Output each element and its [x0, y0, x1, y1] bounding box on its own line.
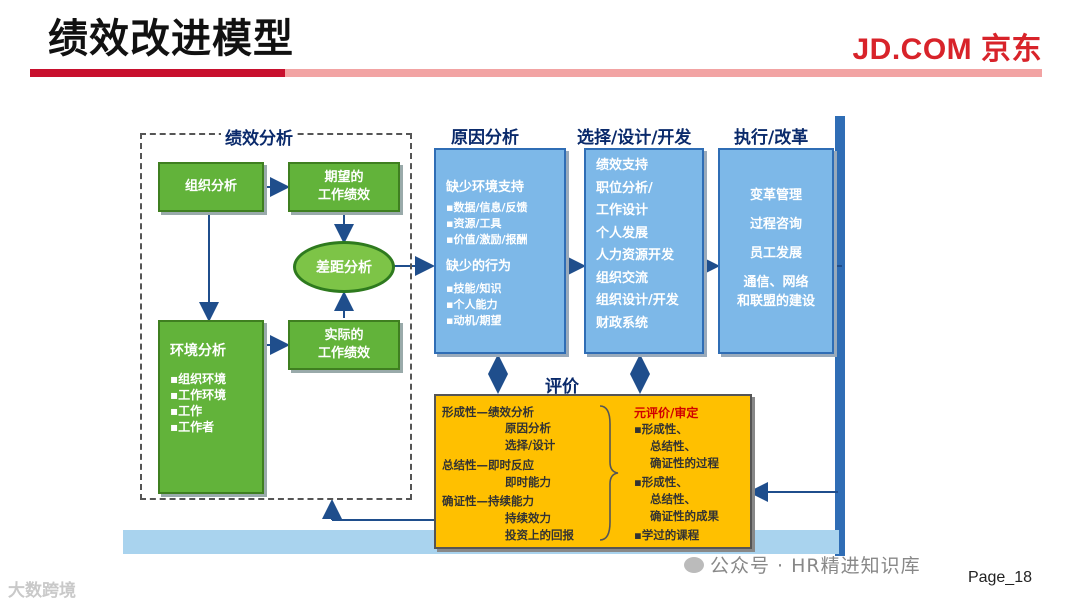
eval-left-line: 选择/设计 [505, 438, 556, 452]
eval-right-line: 确证性的成果 [650, 509, 719, 523]
wechat-icon [684, 557, 704, 573]
cause-group1-title: 缺少环境支持 [446, 180, 525, 195]
heading-evaluation: 评价 [541, 372, 583, 397]
page-title: 绩效改进模型 [48, 16, 294, 62]
expected-performance-box: 期望的 工作绩效 [288, 162, 400, 212]
page-number: Page_18 [967, 569, 1032, 586]
eval-right-title: 元评价/审定 [634, 406, 699, 420]
feedback-strip [835, 116, 845, 556]
expected-performance-line1: 期望的 [324, 170, 364, 186]
cause-analysis-box: 缺少环境支持 ▪数据/信息/反馈 ▪资源/工具 ▪价值/激励/报酬 缺少的行为 … [434, 148, 566, 354]
jd-logo: JD.COM 京东 [852, 33, 1042, 66]
eval-right-line: 总结性、 [650, 439, 696, 453]
execute-item: 和联盟的建设 [736, 294, 815, 309]
design-item: 人力资源开发 [596, 248, 675, 263]
design-item: 组织交流 [596, 270, 649, 286]
design-item: 职位分析/ [596, 180, 653, 196]
execute-item: 变革管理 [749, 188, 802, 203]
title-underline-dark [30, 69, 285, 77]
cause-item: ▪数据/信息/反馈 [446, 201, 528, 214]
eval-right-line: 总结性、 [650, 492, 696, 506]
eval-left-line: 原因分析 [505, 421, 551, 435]
env-item: ▪工作者 [170, 420, 215, 435]
corner-watermark: 大数跨境 [8, 581, 76, 601]
execute-item: 通信、网络 [743, 275, 809, 290]
eval-right-line: 确证性的过程 [650, 456, 719, 470]
heading-performance-analysis: 绩效分析 [221, 124, 297, 149]
actual-performance-box: 实际的 工作绩效 [288, 320, 400, 370]
eval-left-line: 总结性—即时反应 [442, 458, 534, 472]
heading-execute: 执行/改革 [730, 123, 813, 148]
watermark-text: 公众号 · HR精进知识库 [710, 555, 921, 577]
evaluation-brace [599, 405, 619, 541]
org-analysis-box: 组织分析 [158, 162, 264, 212]
title-underline-light [285, 69, 1042, 77]
design-item: 财政系统 [596, 315, 649, 331]
design-item: 绩效支持 [596, 158, 649, 173]
heading-select-design: 选择/设计/开发 [573, 123, 696, 148]
eval-right-line: ▪形成性、 [634, 475, 688, 489]
env-item: ▪工作 [170, 404, 203, 419]
design-box: 绩效支持 职位分析/ 工作设计 个人发展 人力资源开发 组织交流 组织设计/开发… [584, 148, 704, 354]
actual-performance-line2: 工作绩效 [317, 346, 370, 361]
eval-left-line: 即时能力 [505, 475, 551, 489]
eval-left-line: 形成性—绩效分析 [442, 405, 534, 419]
eval-right-line: ▪形成性、 [634, 422, 688, 436]
expected-performance-line2: 工作绩效 [317, 188, 370, 203]
env-analysis-title: 环境分析 [170, 343, 226, 359]
cause-item: ▪动机/期望 [446, 314, 502, 327]
cause-item: ▪个人能力 [446, 298, 498, 311]
eval-left-line: 持续效力 [505, 511, 551, 525]
eval-right-line: ▪学过的课程 [634, 528, 700, 542]
design-item: 组织设计/开发 [596, 293, 679, 308]
cause-item: ▪价值/激励/报酬 [446, 233, 528, 246]
cause-item: ▪技能/知识 [446, 282, 502, 295]
env-analysis-box: 环境分析 ▪组织环境 ▪工作环境 ▪工作 ▪工作者 [158, 320, 264, 494]
heading-cause-analysis: 原因分析 [447, 123, 523, 148]
eval-left-line: 确证性—持续能力 [442, 494, 534, 508]
gap-analysis-ellipse: 差距分析 [293, 241, 395, 293]
execute-item: 员工发展 [749, 246, 802, 261]
actual-performance-line1: 实际的 [324, 328, 364, 344]
env-item: ▪组织环境 [170, 371, 227, 386]
design-item: 个人发展 [596, 225, 649, 241]
cause-group2-title: 缺少的行为 [446, 259, 512, 274]
execute-item: 过程咨询 [749, 217, 802, 232]
cause-item: ▪资源/工具 [446, 217, 502, 230]
design-item: 工作设计 [596, 203, 649, 218]
env-item: ▪工作环境 [170, 388, 227, 403]
evaluation-box [434, 394, 752, 549]
execute-box: 变革管理 过程咨询 员工发展 通信、网络 和联盟的建设 [718, 148, 834, 354]
eval-left-line: 投资上的回报 [505, 528, 574, 542]
